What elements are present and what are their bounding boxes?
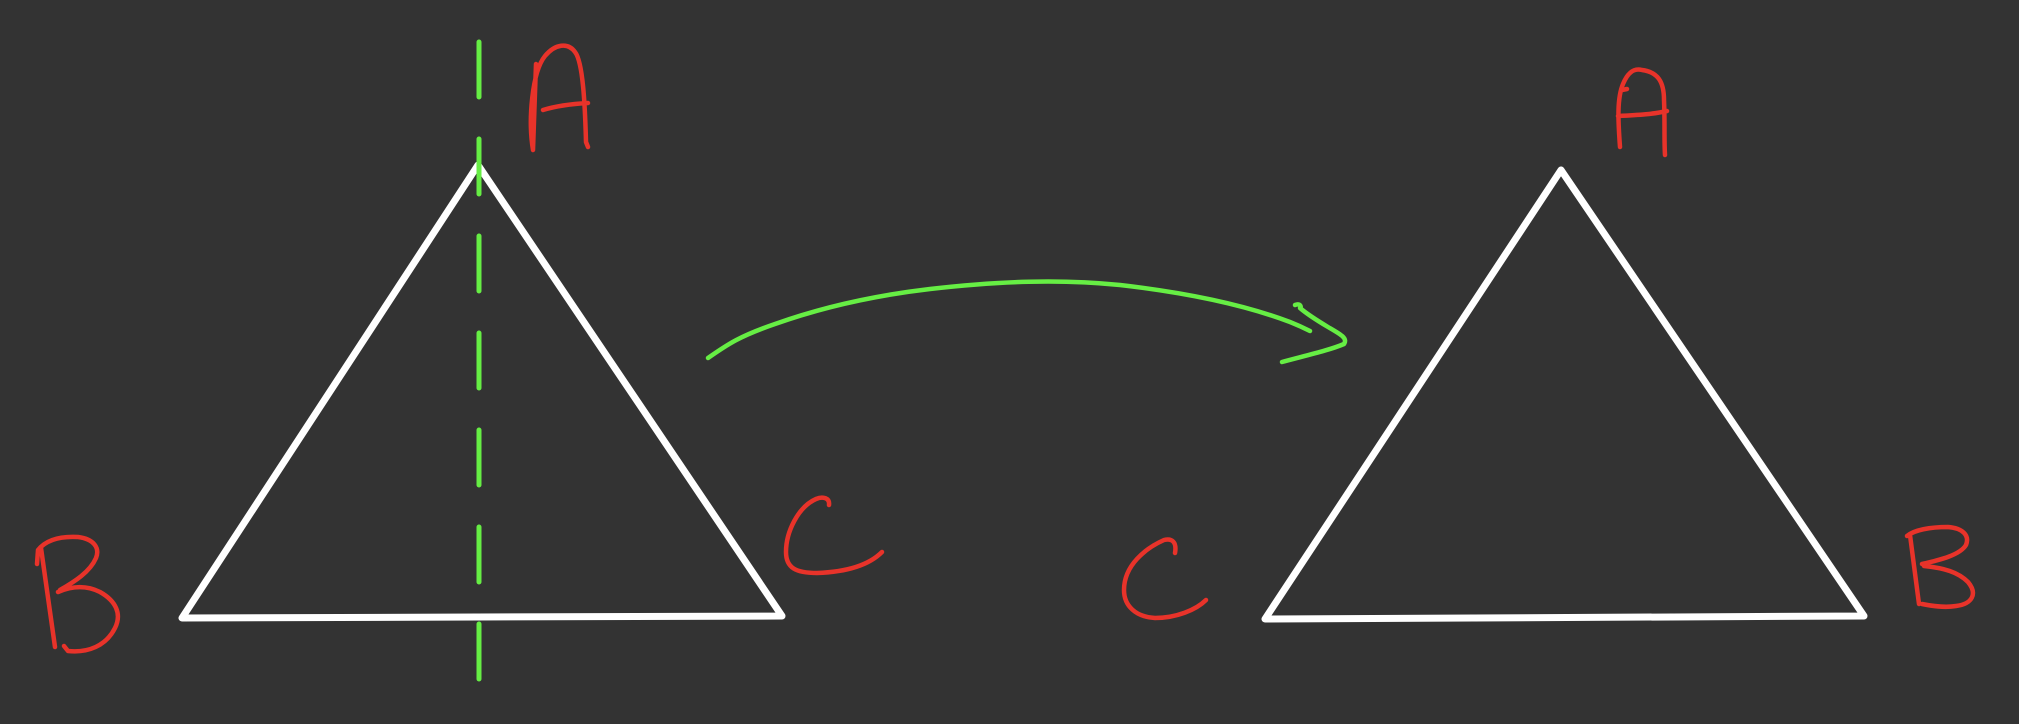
label-c-original: C <box>783 495 885 576</box>
arrow-shaft <box>705 279 1313 361</box>
original-triangle-group <box>178 161 786 622</box>
label-a-original: A <box>528 43 591 153</box>
arrow-head <box>1279 302 1348 365</box>
label-c-reflected: C <box>1121 537 1209 621</box>
label-b-original: B <box>34 534 121 654</box>
label-b-original-glyph <box>34 534 121 654</box>
label-b-reflected: B <box>1904 524 1976 610</box>
reflected-triangle-group <box>1261 166 1868 623</box>
transform-arrow <box>705 279 1348 365</box>
label-c-original-glyph <box>783 495 885 576</box>
label-a-reflected: A <box>1615 67 1670 158</box>
label-b-reflected-glyph <box>1904 524 1976 610</box>
label-c-reflected-glyph <box>1121 537 1209 621</box>
original-triangle <box>178 161 786 622</box>
reflected-triangle <box>1261 166 1868 623</box>
label-a-original-glyph <box>528 43 591 153</box>
label-a-reflected-glyph <box>1615 67 1670 158</box>
